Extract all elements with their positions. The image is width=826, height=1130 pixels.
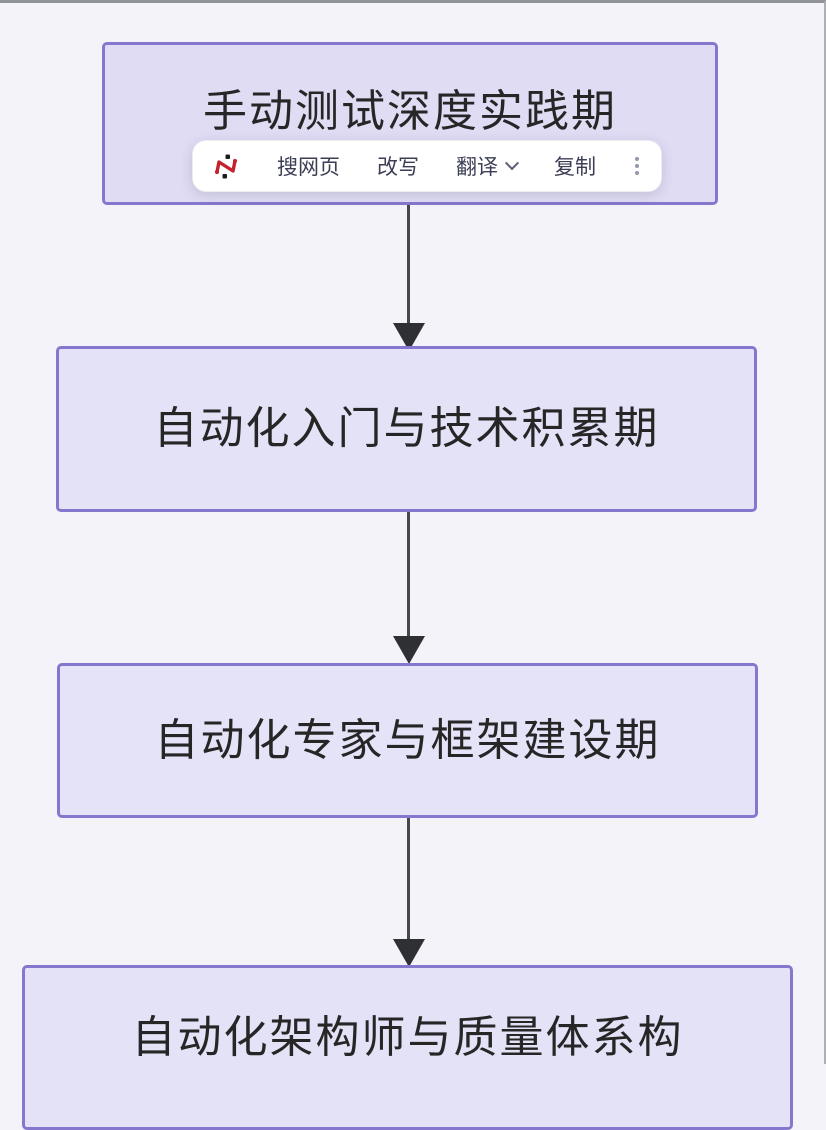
selection-toolbar: 搜网页 改写 翻译 复制 [192, 140, 662, 192]
arrow-shaft [407, 512, 410, 636]
toolbar-translate-label: 翻译 [456, 156, 498, 179]
extension-logo-icon[interactable] [213, 153, 240, 180]
toolbar-search-web-button[interactable]: 搜网页 [277, 151, 340, 181]
flow-arrow [390, 818, 427, 967]
toolbar-copy-label: 复制 [554, 156, 596, 179]
more-menu-icon[interactable] [633, 155, 641, 177]
flow-node-label: 手动测试深度实践期 [203, 86, 617, 136]
flow-node-automation-architect: 自动化架构师与质量体系构 [22, 965, 793, 1130]
arrow-shaft [407, 818, 410, 939]
arrow-head-icon [392, 939, 425, 967]
flow-node-automation-expert: 自动化专家与框架建设期 [57, 663, 758, 818]
flow-arrow [390, 512, 427, 664]
flow-node-label: 自动化架构师与质量体系构 [131, 1012, 684, 1062]
toolbar-search-web-label: 搜网页 [277, 156, 340, 179]
flow-node-label: 自动化专家与框架建设期 [154, 715, 661, 765]
toolbar-copy-button[interactable]: 复制 [554, 151, 596, 181]
toolbar-translate-button[interactable]: 翻译 [456, 151, 520, 181]
toolbar-rewrite-button[interactable]: 改写 [377, 151, 419, 181]
flow-node-manual-testing: 手动测试深度实践期 搜网页 改写 翻译 复制 [102, 42, 718, 205]
arrow-head-icon [392, 636, 425, 664]
flow-arrow [390, 205, 427, 351]
flow-node-automation-intro: 自动化入门与技术积累期 [56, 346, 757, 512]
chevron-down-icon [504, 156, 520, 171]
arrow-shaft [407, 205, 410, 323]
toolbar-rewrite-label: 改写 [377, 156, 419, 179]
flow-node-label: 自动化入门与技术积累期 [153, 404, 660, 453]
